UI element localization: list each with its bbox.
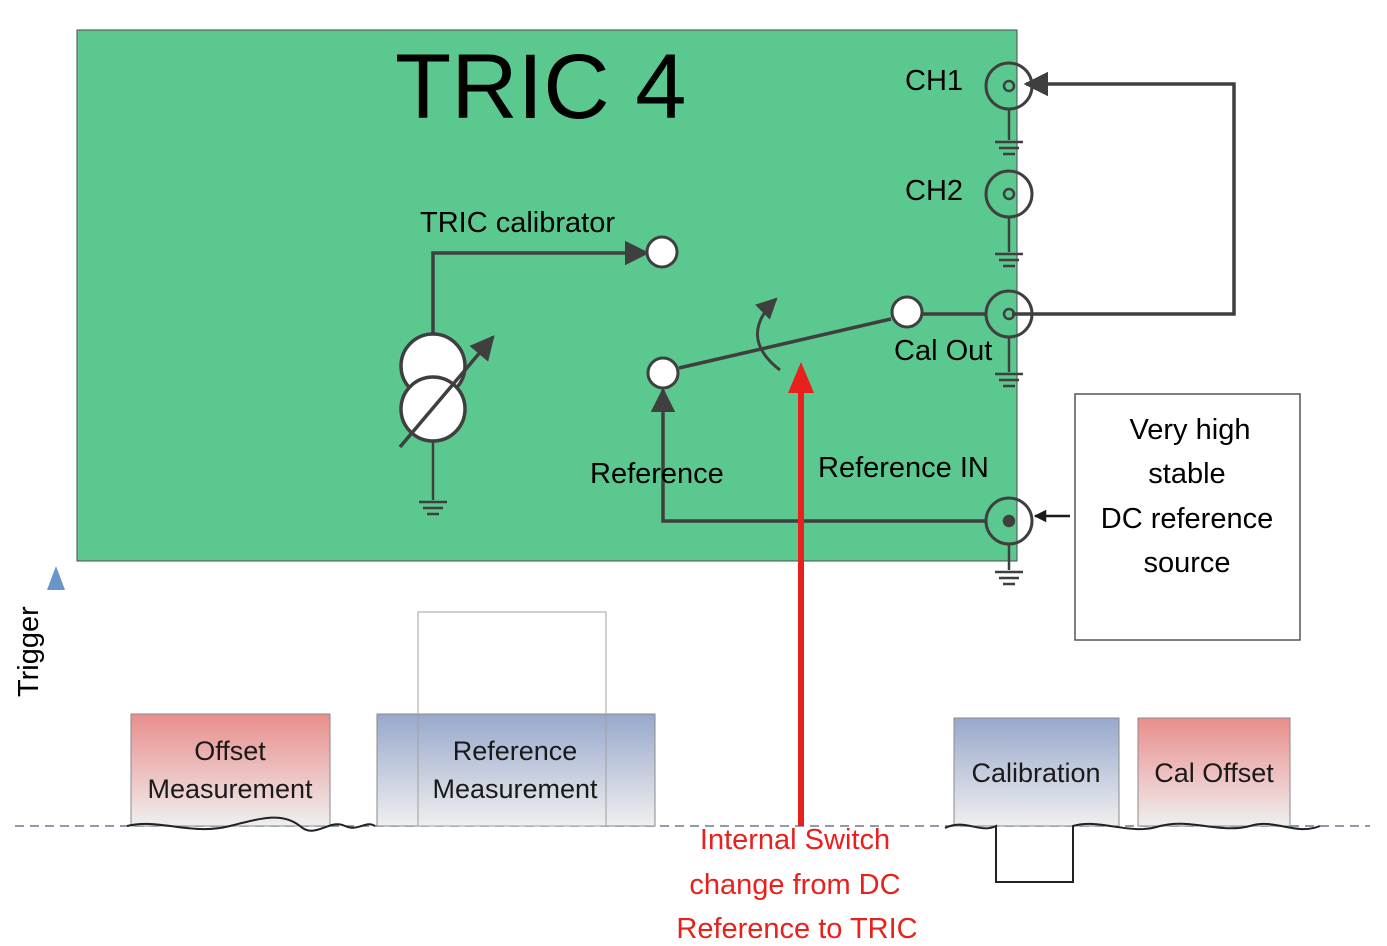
cal-offset-block [1137, 717, 1291, 827]
reference-in-label: Reference IN [818, 452, 989, 484]
reference-wire [650, 387, 986, 523]
switch-change-annotation: Internal Switch change from DC Reference… [676, 824, 917, 945]
tric-calibrator-label: TRIC calibrator [420, 207, 615, 239]
dc-reference-source-text: Very high stable DC reference source [1101, 414, 1273, 579]
ground-icon [995, 337, 1023, 388]
dc-reference-source-box [1074, 393, 1301, 641]
annotation-line-3: Reference to TRIC [676, 913, 917, 945]
dc-source-line-4: source [1143, 547, 1230, 579]
annotation-line-1: Internal Switch [700, 824, 890, 856]
reference-block-line-1: Reference [453, 736, 578, 766]
ground-icon [995, 544, 1023, 586]
tric4-panel [76, 29, 1018, 562]
cal-offset-block-label: Cal Offset [1154, 758, 1274, 788]
annotation-line-2: change from DC [689, 869, 900, 901]
signal-waveform-right [944, 822, 1321, 883]
cal-out-label: Cal Out [894, 335, 992, 367]
trigger-arrow-head [47, 566, 65, 590]
variable-current-source-icon [398, 332, 495, 449]
dc-source-line-2: stable [1148, 458, 1225, 490]
calibration-block-label: Calibration [971, 758, 1100, 788]
loopback-wire [1012, 71, 1236, 316]
reference-block-line-2: Measurement [432, 774, 598, 804]
offset-block-line-1: Offset [194, 736, 266, 766]
ground-icon [419, 441, 447, 516]
ch1-label: CH1 [905, 65, 963, 97]
offset-block-line-2: Measurement [147, 774, 313, 804]
dc-source-line-1: Very high [1130, 414, 1251, 446]
ground-icon [995, 217, 1023, 268]
calibrator-wire [431, 240, 650, 334]
trigger-label: Trigger [13, 606, 45, 697]
switch-icon [678, 297, 892, 372]
dc-source-line-3: DC reference [1101, 503, 1273, 535]
switch-terminal-calibrator [890, 295, 924, 329]
reference-measurement-block [376, 713, 656, 827]
switch-change-arrow-head [788, 362, 814, 393]
ground-icon [995, 109, 1023, 156]
reference-label: Reference [590, 458, 724, 490]
calibration-block [953, 717, 1120, 827]
switch-terminal-reference [646, 356, 680, 390]
calibrator-terminal [645, 235, 679, 269]
reference-pulse-outline [417, 611, 607, 827]
signal-waveform-left [126, 816, 376, 832]
ch2-label: CH2 [905, 175, 963, 207]
panel-title: TRIC 4 [395, 36, 686, 138]
offset-measurement-block [130, 713, 331, 827]
